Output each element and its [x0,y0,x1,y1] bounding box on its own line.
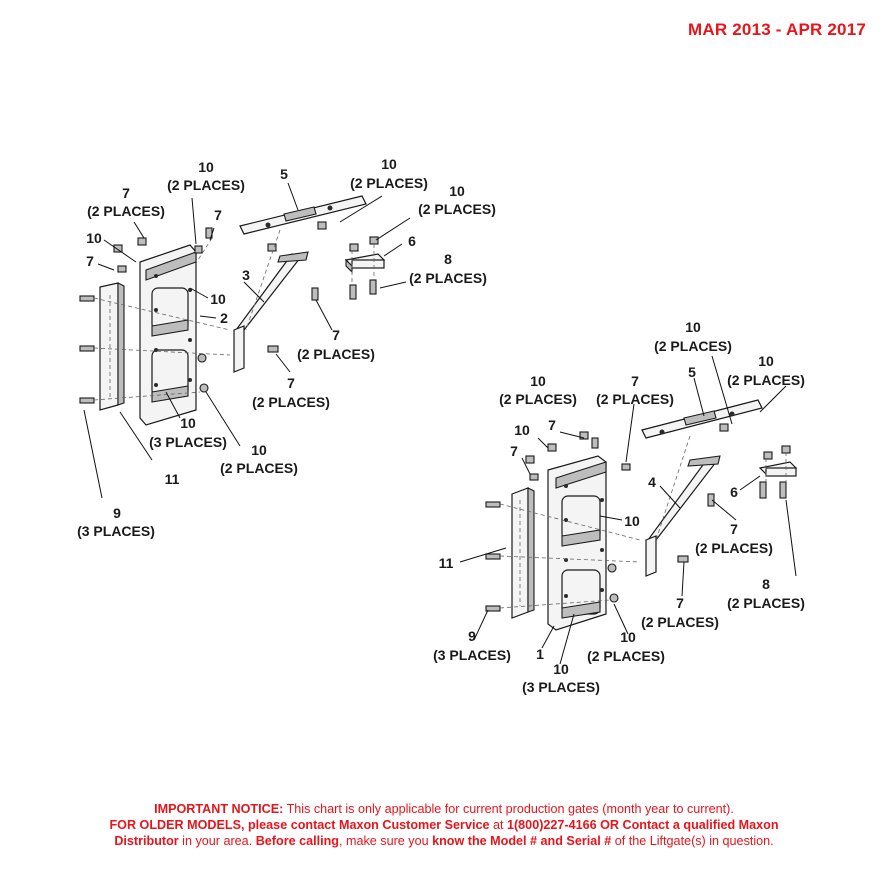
notice-distributor: Distributor [114,834,179,848]
callout-left-8-num: 8 [444,251,452,267]
callout-left-3-num: 3 [242,267,250,283]
callout-left-10d-qty: (2 PLACES) [418,201,496,217]
left-part-2-frame [139,244,197,426]
callout-right-7d-qty: (2 PLACES) [695,540,773,556]
callout-left-2-num: 2 [220,310,228,326]
callout-left-7e-qty: (2 PLACES) [252,394,330,410]
callout-right-10a-qty: (2 PLACES) [654,338,732,354]
left-part-11-channel [99,282,125,411]
exploded-parts-diagram: 10 (2 PLACES) 7 (2 PLACES) 7 10 7 5 10 (… [77,156,805,695]
date-range-title: MAR 2013 - APR 2017 [688,20,866,39]
callout-left-7a-num: 7 [122,185,130,201]
notice-heading: IMPORTANT NOTICE: [154,802,284,816]
left-assembly: 10 (2 PLACES) 7 (2 PLACES) 7 10 7 5 10 (… [77,156,496,539]
notice-phone: 1(800)227-4166 OR Contact a qualified Ma… [506,818,779,832]
right-callout-labels: 10 (2 PLACES) 10 (2 PLACES) 5 10 (2 PLAC… [433,319,805,695]
left-callout-labels: 10 (2 PLACES) 7 (2 PLACES) 7 10 7 5 10 (… [77,156,496,539]
right-assembly: 10 (2 PLACES) 10 (2 PLACES) 5 10 (2 PLAC… [433,319,805,695]
callout-right-7c-num: 7 [510,443,518,459]
callout-right-7e-num: 7 [676,595,684,611]
callout-right-10a-num: 10 [685,319,701,335]
callout-left-8-qty: (2 PLACES) [409,270,487,286]
callout-right-9-num: 9 [468,628,476,644]
callout-left-7e-num: 7 [287,375,295,391]
callout-left-7d-num: 7 [332,327,340,343]
callout-right-7d-num: 7 [730,521,738,537]
callout-left-10g-num: 10 [251,442,267,458]
callout-left-10f-qty: (3 PLACES) [149,434,227,450]
right-assembly-lines [499,435,787,609]
callout-right-10f-qty: (2 PLACES) [587,648,665,664]
callout-right-10e-num: 10 [624,513,640,529]
callout-left-7b-num: 7 [214,207,222,223]
right-part-4-brace [645,455,721,577]
notice-line-3-mid-b: , make sure you [338,834,433,848]
callout-right-6-num: 6 [730,484,738,500]
notice-older-models: FOR OLDER MODELS, please contact Maxon C… [109,818,490,832]
callout-left-7c-num: 7 [86,253,94,269]
callout-right-4-num: 4 [648,474,656,490]
callout-right-7a-num: 7 [631,373,639,389]
callout-right-10d-num: 10 [514,422,530,438]
callout-left-10a-qty: (2 PLACES) [167,177,245,193]
right-part-5-plate [641,399,763,439]
callout-left-10c-qty: (2 PLACES) [350,175,428,191]
callout-right-10c-qty: (2 PLACES) [499,391,577,407]
callout-right-8-num: 8 [762,576,770,592]
callout-right-1-num: 1 [536,646,544,662]
callout-right-10b-qty: (2 PLACES) [727,372,805,388]
callout-left-10b-num: 10 [86,230,102,246]
callout-left-10c-num: 10 [381,156,397,172]
callout-left-5-num: 5 [280,166,288,182]
callout-right-10g-num: 10 [553,661,569,677]
callout-left-7a-qty: (2 PLACES) [87,203,165,219]
right-part-1-frame [547,455,607,631]
callout-right-10b-num: 10 [758,353,774,369]
notice-before-calling: Before calling [255,834,339,848]
callout-right-10c-num: 10 [530,373,546,389]
callout-left-9-num: 9 [113,505,121,521]
notice-line-2-mid: at [489,818,507,832]
left-fasteners [79,221,379,404]
callout-right-8-qty: (2 PLACES) [727,595,805,611]
callout-left-10g-qty: (2 PLACES) [220,460,298,476]
left-part-3-brace [233,251,309,373]
callout-left-7d-qty: (2 PLACES) [297,346,375,362]
notice-line-2: FOR OLDER MODELS, please contact Maxon C… [0,817,888,833]
notice-line-3-end: of the Liftgate(s) in question. [611,834,774,848]
notice-line-1: IMPORTANT NOTICE: This chart is only app… [0,801,888,817]
callout-left-10a-num: 10 [198,159,214,175]
callout-right-7b-num: 7 [548,417,556,433]
right-part-11-channel [511,487,535,619]
notice-line-3-mid-a: in your area. [178,834,256,848]
callout-left-11-num: 11 [165,471,180,487]
callout-right-7e-qty: (2 PLACES) [641,614,719,630]
left-assembly-lines [93,229,375,401]
callout-right-10f-num: 10 [620,629,636,645]
callout-left-9-qty: (3 PLACES) [77,523,155,539]
callout-right-7a-qty: (2 PLACES) [596,391,674,407]
right-part-6-block [758,461,798,477]
callout-left-10d-num: 10 [449,183,465,199]
callout-left-10e-num: 10 [210,291,226,307]
callout-right-9-qty: (3 PLACES) [433,647,511,663]
callout-right-5-num: 5 [688,364,696,380]
callout-left-6-num: 6 [408,233,416,249]
right-leaders [459,355,797,665]
notice-model-serial: know the Model # and Serial # [432,834,612,848]
notice-line-1-text: This chart is only applicable for curren… [283,802,734,816]
left-part-6-block [344,253,386,274]
notice-line-3: Distributor in your area. Before calling… [0,833,888,849]
callout-right-11-num: 11 [439,555,454,571]
left-leaders [83,182,411,499]
left-part-5-plate [239,195,367,235]
important-notice: IMPORTANT NOTICE: This chart is only app… [0,801,888,849]
callout-left-10f-num: 10 [180,415,196,431]
callout-right-10g-qty: (3 PLACES) [522,679,600,695]
